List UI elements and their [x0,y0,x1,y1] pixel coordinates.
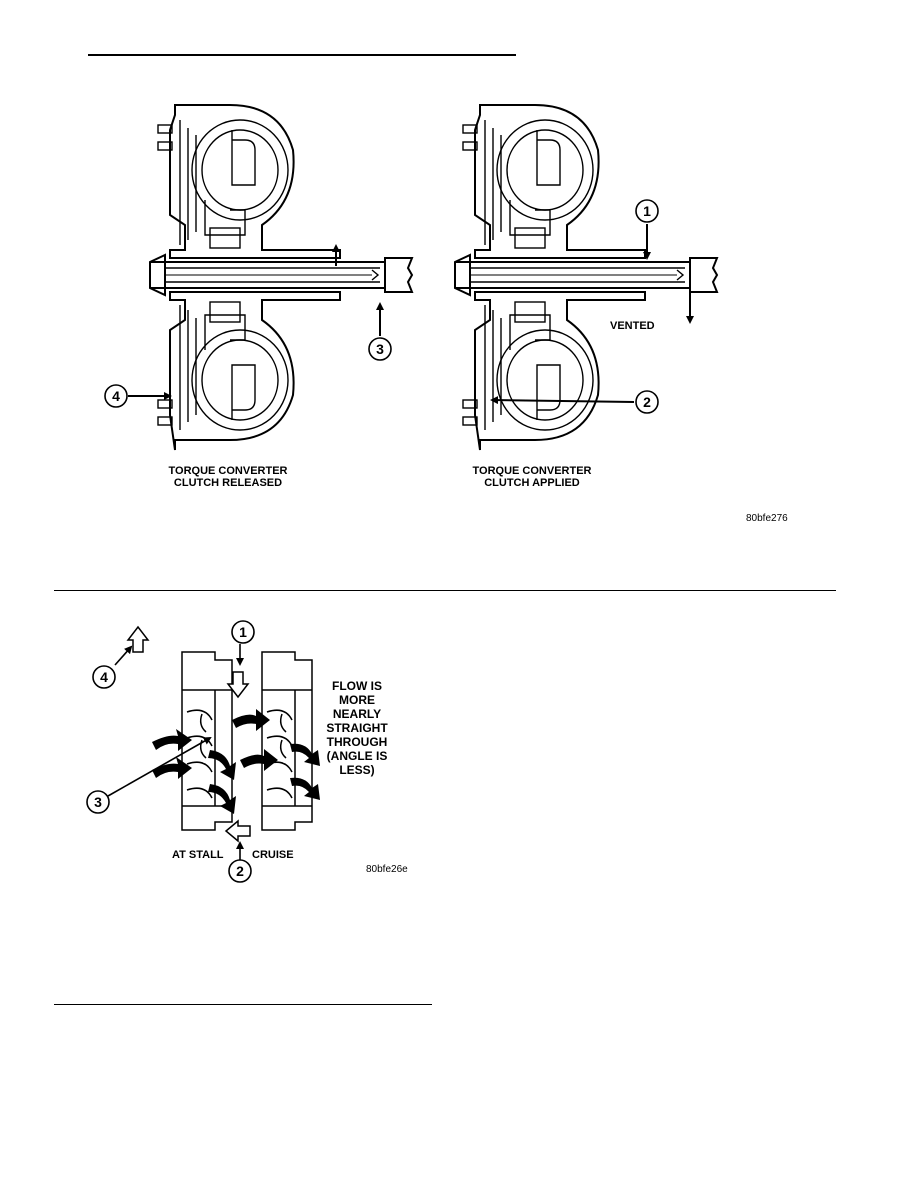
fig2-callout-2-circle [228,859,252,883]
flow-note-line4: STRAIGHT [326,721,388,735]
stall-flow-arrows [152,729,236,814]
section-divider [54,590,836,591]
callout-2-arrow [490,396,635,405]
figure2-code: 80bfe26e [366,864,408,875]
callout-3-circle [368,337,392,361]
converter-released-diagram: 3 4 TORQUE CONVERTER CLUTCH RELEASED [104,104,413,489]
fig2-callout-3-circle [86,790,110,814]
flow-note-line6: (ANGLE IS [327,749,388,763]
flow-note-line1: FLOW IS [332,679,382,693]
fig2-callout-1: 1 [239,624,247,640]
flow-note-line5: THROUGH [327,735,388,749]
at-stall-label: AT STALL [172,849,224,861]
flow-hollow-arrow-left [224,819,251,843]
stator-flow-diagram: 4 1 2 [86,620,408,883]
callout-1: 1 [643,203,651,219]
cruise-flow-arrows [232,709,320,800]
callout-2-circle [635,390,659,414]
rotation-hollow-arrow [126,625,150,653]
fig2-callout-3: 3 [94,794,102,810]
cruise-label: CRUISE [252,849,294,861]
callout-1-circle [635,199,659,223]
figure1-code: 80bfe276 [746,513,788,524]
flow-note-line2: MORE [339,693,375,707]
applied-caption-line2: CLUTCH APPLIED [484,477,580,489]
flow-note-line3: NEARLY [333,707,381,721]
fig2-callout-1-circle [231,620,255,644]
top-rule [88,54,516,56]
bottom-rule [54,1004,432,1005]
applied-caption-line1: TORQUE CONVERTER [473,465,592,477]
vented-label: VENTED [610,320,655,332]
converter-applied-diagram: 1 VENTED 2 TORQUE CONVERTER CLUTCH APPLI… [454,104,788,524]
callout-2: 2 [643,394,651,410]
flow-hollow-arrow-down [226,671,250,699]
callout-4-circle [104,384,128,408]
fig2-callout-4: 4 [100,669,108,685]
flow-note-line7: LESS) [339,763,374,777]
callout-3-leader [107,737,212,797]
fig2-callout-2: 2 [236,863,244,879]
callout-4-leader [114,645,133,666]
callout-3: 3 [376,341,384,357]
released-caption-line1: TORQUE CONVERTER [169,465,288,477]
callout-4: 4 [112,388,120,404]
fig2-callout-4-circle [92,665,116,689]
released-caption-line2: CLUTCH RELEASED [174,477,282,489]
